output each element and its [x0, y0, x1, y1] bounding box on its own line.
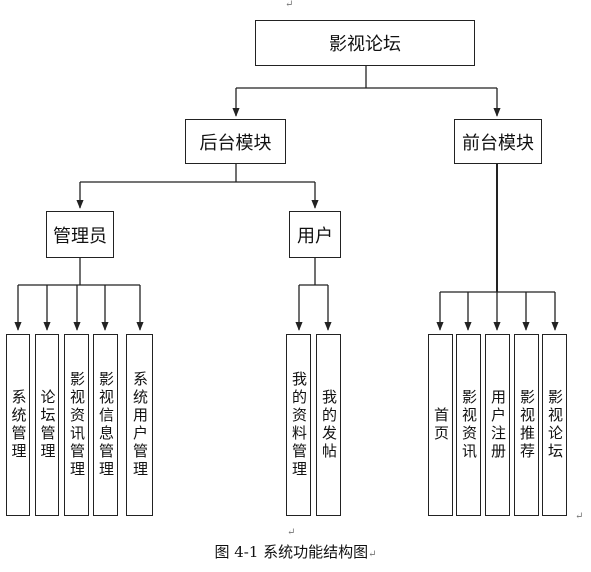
leaf-front-2: 影视资讯: [456, 334, 481, 516]
return-mark: ↵: [285, 0, 294, 10]
figure-caption: 图 4-1 系统功能结构图↵: [0, 541, 591, 562]
leaf-front-2-label: 影视资讯: [460, 389, 478, 461]
leaf-front-1-label: 首页: [432, 407, 450, 443]
figure-caption-text: 图 4-1 系统功能结构图: [214, 543, 369, 561]
leaf-front-5-label: 影视论坛: [546, 389, 564, 461]
leaf-front-5: 影视论坛: [542, 334, 567, 516]
node-user: 用户: [289, 211, 341, 258]
leaf-user-2-label: 我的发帖: [320, 389, 338, 461]
return-mark: ↵: [575, 511, 584, 522]
leaf-front-4: 影视推荐: [514, 334, 539, 516]
leaf-admin-3-label: 影视资讯管理: [68, 371, 86, 479]
node-admin: 管理员: [46, 211, 114, 258]
node-backend: 后台模块: [185, 119, 286, 164]
leaf-admin-3: 影视资讯管理: [64, 334, 89, 516]
node-backend-label: 后台模块: [199, 132, 272, 154]
return-mark: ↵: [287, 527, 296, 538]
leaf-front-4-label: 影视推荐: [518, 389, 536, 461]
return-mark: ↵: [368, 549, 377, 560]
node-frontend: 前台模块: [454, 119, 542, 164]
node-root: 影视论坛: [255, 20, 475, 66]
node-root-label: 影视论坛: [329, 34, 401, 55]
leaf-admin-4-label: 影视信息管理: [97, 371, 115, 479]
leaf-user-2: 我的发帖: [316, 334, 341, 516]
leaf-admin-2-label: 论坛管理: [38, 389, 57, 461]
leaf-front-3-label: 用户注册: [489, 389, 507, 461]
leaf-admin-5: 系统用户管理: [126, 334, 153, 516]
leaf-user-1: 我的资料管理: [286, 334, 311, 516]
leaf-admin-5-label: 系统用户管理: [131, 371, 149, 479]
leaf-admin-4: 影视信息管理: [93, 334, 118, 516]
leaf-admin-2: 论坛管理: [35, 334, 59, 516]
leaf-admin-1-label: 系统管理: [9, 389, 28, 461]
leaf-front-1: 首页: [428, 334, 453, 516]
node-frontend-label: 前台模块: [462, 132, 534, 154]
node-user-label: 用户: [297, 225, 333, 247]
leaf-front-3: 用户注册: [485, 334, 510, 516]
leaf-admin-1: 系统管理: [6, 334, 30, 516]
leaf-user-1-label: 我的资料管理: [290, 371, 308, 479]
node-admin-label: 管理员: [53, 225, 107, 247]
